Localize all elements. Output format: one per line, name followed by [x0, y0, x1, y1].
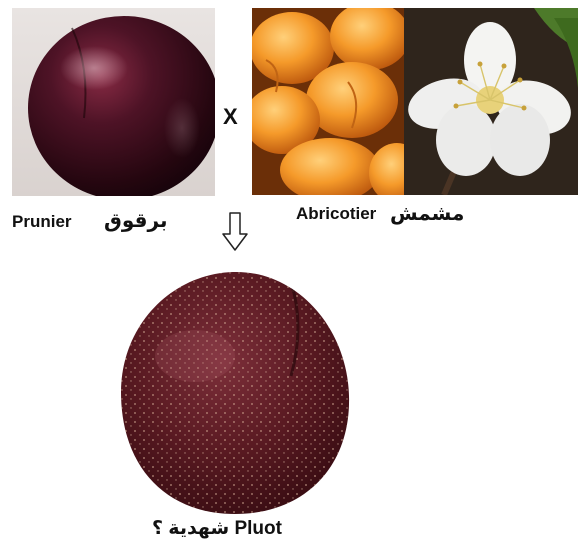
pluot-image	[115, 266, 355, 518]
plum-illustration	[12, 8, 215, 196]
apricot-illustration	[252, 8, 404, 195]
abricotier-label-ar: مشمش	[390, 201, 464, 226]
apricot-blossom-image	[404, 8, 578, 195]
apricot-image	[252, 8, 404, 195]
plum-image	[12, 8, 215, 196]
blossom-illustration	[404, 8, 578, 195]
prunier-label-ar: برقوق	[104, 208, 167, 233]
down-arrow-icon	[222, 212, 248, 257]
abricotier-label-fr: Abricotier	[296, 204, 376, 224]
pluot-illustration	[115, 266, 355, 518]
pluot-label: شهدية ؟ Pluot	[152, 517, 282, 540]
prunier-label-fr: Prunier	[12, 212, 72, 232]
cross-sign: X	[223, 104, 238, 130]
